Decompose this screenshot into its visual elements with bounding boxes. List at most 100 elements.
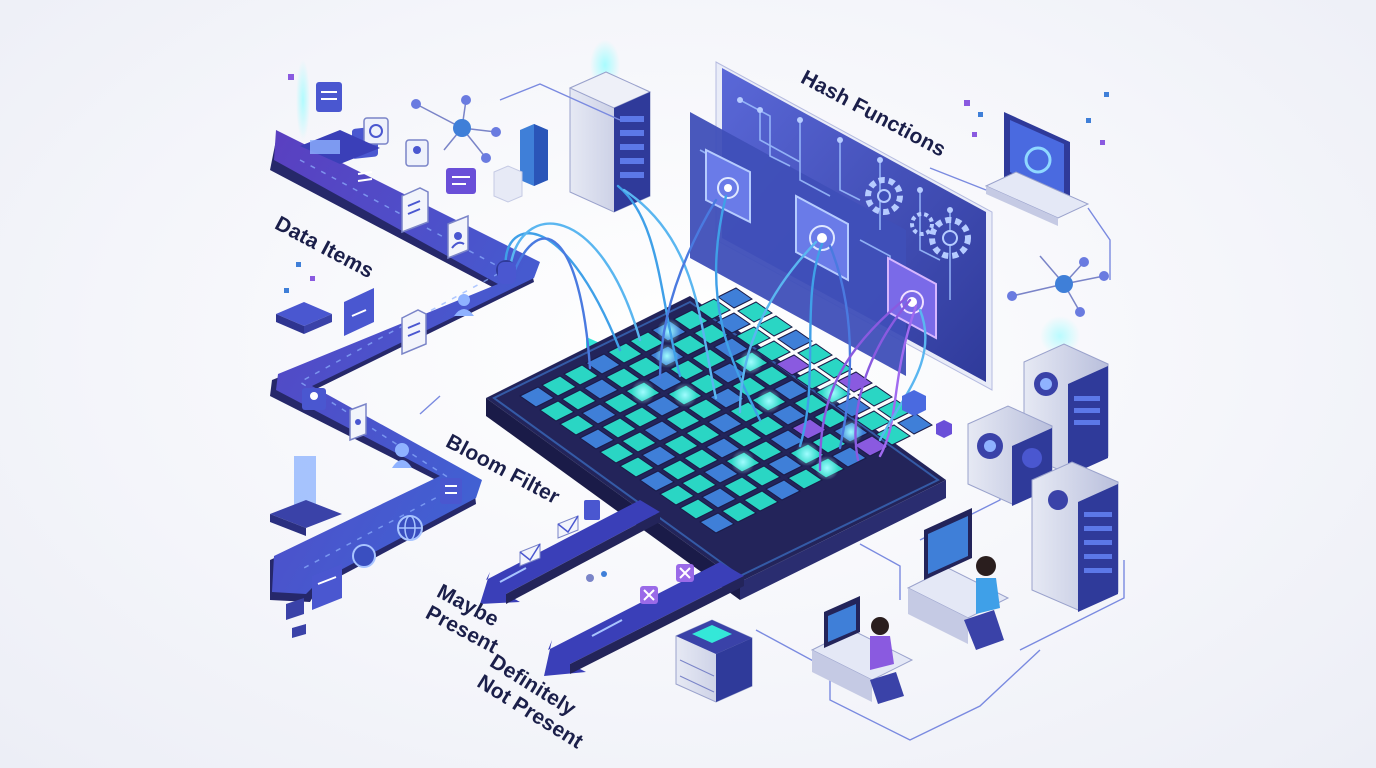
bloom-filter-cell xyxy=(603,392,639,414)
maybe-present-arrow xyxy=(480,500,660,604)
chip-icon xyxy=(363,117,389,145)
data-block-icon xyxy=(902,390,952,438)
bloom-filter-cell xyxy=(709,387,745,409)
document-icon xyxy=(584,500,600,520)
bloom-filter-cell xyxy=(673,309,709,331)
bloom-filter-cell xyxy=(769,429,805,451)
chip-icon xyxy=(352,544,376,568)
envelope-icon xyxy=(557,515,579,539)
bloom-filter-cell xyxy=(753,365,789,387)
bloom-filter-cell xyxy=(605,367,641,389)
bloom-filter-cell xyxy=(787,468,823,490)
server-rack-icon xyxy=(675,619,753,703)
bloom-filter-cell xyxy=(607,342,643,364)
bloom-filter-cell xyxy=(687,398,723,420)
globe-icon xyxy=(397,515,423,541)
bloom-filter-cell-glow xyxy=(815,456,839,480)
bloom-filter-cell xyxy=(659,484,695,506)
monitor-icon xyxy=(984,112,1090,226)
hash-cables xyxy=(504,184,927,472)
document-icon xyxy=(286,598,306,638)
bloom-filter-cell xyxy=(767,454,803,476)
bloom-filter-cell xyxy=(831,446,867,468)
bloom-filter-cell xyxy=(757,315,793,337)
bloom-filter-cell xyxy=(583,378,619,400)
document-icon xyxy=(312,564,342,610)
envelope-icon xyxy=(519,543,541,567)
bloom-filter-cell xyxy=(563,364,599,386)
document-icon xyxy=(349,402,367,442)
reject-icon xyxy=(640,564,694,604)
developer-at-desk-icon xyxy=(810,596,914,704)
data-beam-icon xyxy=(296,60,310,140)
bloom-filter-cell xyxy=(745,465,781,487)
bloom-filter-cell xyxy=(747,440,783,462)
bloom-filter-cell xyxy=(695,298,731,320)
bloom-filter-cell-glow xyxy=(757,389,781,413)
gear-icon xyxy=(865,177,903,215)
data-block-icon xyxy=(493,124,548,203)
bloom-filter-cell xyxy=(541,375,577,397)
data-items-conveyor xyxy=(270,130,540,602)
bloom-filter-cell xyxy=(685,423,721,445)
gear-icon xyxy=(929,217,971,259)
bloom-filter-cell xyxy=(519,386,555,408)
bloom-filter-cell xyxy=(765,479,801,501)
document-icon xyxy=(440,478,462,504)
user-icon xyxy=(302,388,326,410)
bloom-filter-cell xyxy=(641,445,677,467)
document-icon xyxy=(401,309,427,356)
bloom-filter-cell xyxy=(665,409,701,431)
developer-at-desk-icon xyxy=(906,508,1010,650)
bloom-filter-cell xyxy=(599,442,635,464)
bloom-filter-cell xyxy=(559,414,595,436)
bloom-filter-cell xyxy=(729,401,765,423)
bloom-filter-cell xyxy=(621,431,657,453)
bloom-filter-cell-glow xyxy=(731,450,755,474)
conveyor-entry-icon xyxy=(300,130,380,164)
bloom-filter-cell xyxy=(581,403,617,425)
bloom-filter-cell xyxy=(717,287,753,309)
server-rack-icon xyxy=(1031,461,1119,612)
bloom-filter-cell xyxy=(705,437,741,459)
decoration-dots xyxy=(284,74,1109,582)
bloom-filter-cell-glow xyxy=(795,442,819,466)
bloom-filter-cell xyxy=(579,428,615,450)
bloom-filter-cell xyxy=(701,487,737,509)
bloom-filter-cell xyxy=(853,435,889,457)
document-icon xyxy=(316,82,342,112)
bloom-filter-cell xyxy=(689,373,725,395)
bloom-filter-cell xyxy=(777,329,813,351)
user-icon xyxy=(392,443,412,468)
bloom-filter-cell xyxy=(683,448,719,470)
document-icon xyxy=(344,288,374,336)
bloom-filter-cell xyxy=(627,356,663,378)
chip-icon xyxy=(276,302,332,334)
bloom-filter-cell xyxy=(723,476,759,498)
user-icon xyxy=(405,139,429,167)
user-icon xyxy=(447,214,469,260)
bloom-filter-cell xyxy=(585,353,621,375)
chip-icon xyxy=(887,256,937,340)
bloom-filter-cell xyxy=(743,490,779,512)
bloom-filter-cell xyxy=(699,512,735,534)
bloom-filter-cell xyxy=(601,417,637,439)
bloom-filter-cell xyxy=(721,501,757,523)
bloom-filter-cell xyxy=(539,400,575,422)
definitely-not-present-arrow xyxy=(544,562,744,676)
network-node-icon xyxy=(411,95,501,163)
bloom-filter-cell xyxy=(639,470,675,492)
bloom-filter-cell xyxy=(645,395,681,417)
bloom-filter-cell xyxy=(897,413,933,435)
chip-icon xyxy=(705,148,751,224)
document-icon xyxy=(401,187,429,234)
bloom-filter-cell-glow xyxy=(821,381,845,405)
bloom-filter-cell xyxy=(623,406,659,428)
bloom-filter-cell xyxy=(749,415,785,437)
bloom-filter-cell xyxy=(795,368,831,390)
bloom-filter-cell xyxy=(663,434,699,456)
data-beam-icon xyxy=(270,456,342,536)
bloom-filter-cell xyxy=(817,357,853,379)
bloom-filter-cell xyxy=(643,420,679,442)
